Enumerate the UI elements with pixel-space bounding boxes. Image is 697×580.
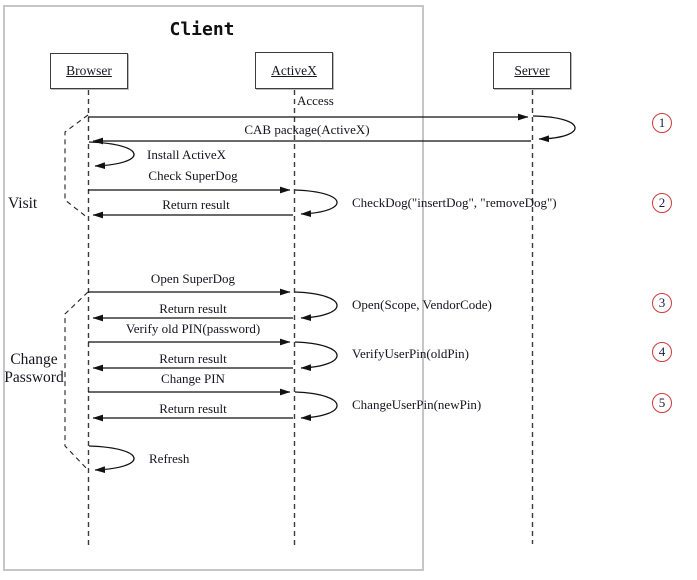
change-password-group-brace [64, 291, 89, 471]
step-badge-3: 3 [652, 293, 672, 313]
step-badge-5: 5 [652, 393, 672, 413]
step-number-4: 4 [658, 344, 666, 359]
actor-server-label: Server [514, 62, 550, 78]
actor-browser-label: Browser [66, 63, 112, 78]
step-number-3: 3 [658, 295, 666, 310]
actor-browser: Browser [50, 53, 128, 89]
message-label-open-call: Open(Scope, VendorCode) [352, 297, 492, 312]
browser-install-loop [88, 141, 135, 170]
activex-open-loop [294, 291, 338, 321]
activex-checkdog-loop [294, 189, 338, 217]
actor-activex-label: ActiveX [271, 62, 317, 78]
message-label-verify-call: VerifyUserPin(oldPin) [352, 346, 469, 361]
message-label-check-superdog: Check SuperDog [148, 168, 238, 183]
step-badge-4: 4 [652, 342, 672, 362]
browser-refresh-loop [88, 445, 135, 474]
step-badge-2: 2 [652, 193, 672, 213]
message-label-install-activex: Install ActiveX [147, 147, 227, 162]
message-label-return-result-3: Return result [159, 351, 227, 366]
group-label-change-password: Change Password [2, 351, 66, 387]
step-number-5: 5 [658, 395, 666, 410]
message-label-return-result-2: Return result [159, 301, 227, 316]
message-label-return-result-1: Return result [162, 197, 230, 212]
step-number-2: 2 [658, 195, 666, 210]
activex-verify-loop [294, 341, 338, 371]
actor-activex: ActiveX [255, 52, 333, 89]
server-self-loop [532, 115, 576, 143]
message-label-change-pin: Change PIN [161, 371, 225, 386]
actor-server: Server [493, 52, 571, 89]
message-label-cab-package: CAB package(ActiveX) [244, 122, 370, 137]
client-frame [3, 5, 424, 571]
message-label-verify-old-pin: Verify old PIN(password) [125, 321, 261, 336]
message-label-access: Access [297, 93, 334, 108]
client-frame-title: Client [169, 19, 235, 40]
group-label-change-line2: Password [4, 369, 64, 386]
activex-change-loop [294, 391, 338, 421]
visit-group-brace [64, 114, 89, 219]
message-label-refresh: Refresh [149, 451, 190, 466]
step-number-1: 1 [658, 115, 666, 130]
group-label-visit: Visit [8, 195, 38, 212]
message-label-change-call: ChangeUserPin(newPin) [352, 397, 482, 412]
step-badge-1: 1 [652, 113, 672, 133]
message-label-return-result-4: Return result [159, 401, 227, 416]
message-label-open-superdog: Open SuperDog [150, 271, 236, 286]
message-label-checkdog-call: CheckDog("insertDog", "removeDog") [352, 195, 557, 210]
group-label-change-line1: Change [10, 351, 58, 368]
